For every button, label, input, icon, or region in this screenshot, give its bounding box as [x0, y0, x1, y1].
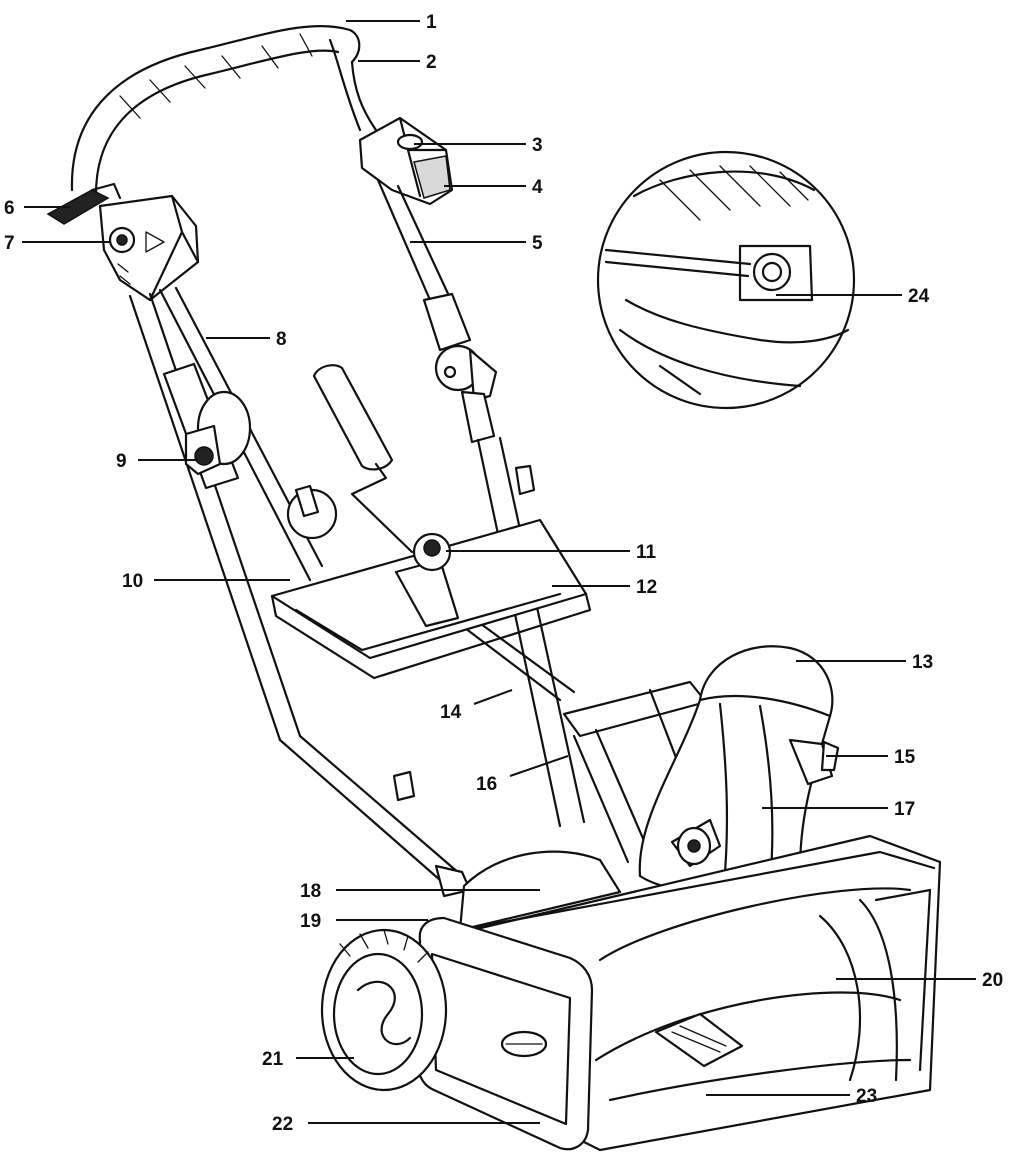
callout-19: 19: [300, 911, 321, 932]
callout-10: 10: [122, 571, 143, 592]
callout-3: 3: [532, 135, 543, 156]
callout-17: 17: [894, 799, 915, 820]
callout-23: 23: [856, 1086, 877, 1107]
callout-13: 13: [912, 652, 933, 673]
callout-16: 16: [476, 774, 497, 795]
callout-5: 5: [532, 233, 543, 254]
chute-crank: [312, 364, 576, 702]
left-control-box: [46, 182, 200, 302]
callout-8: 8: [276, 329, 287, 350]
callout-24: 24: [908, 286, 930, 307]
callout-4: 4: [532, 177, 543, 198]
left-tubes: [128, 286, 472, 898]
discharge-chute: [638, 645, 840, 894]
tool-tray: [270, 518, 592, 680]
upper-handle: [70, 24, 378, 196]
inset-detail: [596, 150, 856, 410]
callout-7: 7: [4, 233, 15, 254]
callout-6: 6: [4, 198, 15, 219]
callout-22: 22: [272, 1114, 293, 1135]
callout-2: 2: [426, 52, 437, 73]
callout-labels: 1 2 3 4 5 6 7 8 9 10 11 12 13 14 15 16 1…: [4, 12, 1003, 1135]
right-tube: [376, 178, 586, 828]
wheel: [320, 928, 448, 1092]
right-control-box: [358, 116, 454, 206]
callout-20: 20: [982, 970, 1003, 991]
callout-21: 21: [262, 1049, 284, 1070]
callout-9: 9: [116, 451, 127, 472]
callout-18: 18: [300, 881, 321, 902]
callout-12: 12: [636, 577, 657, 598]
callout-15: 15: [894, 747, 916, 768]
callout-11: 11: [636, 542, 657, 563]
callout-14: 14: [440, 702, 462, 723]
leader-lines: [22, 20, 976, 1124]
callout-1: 1: [426, 12, 437, 33]
